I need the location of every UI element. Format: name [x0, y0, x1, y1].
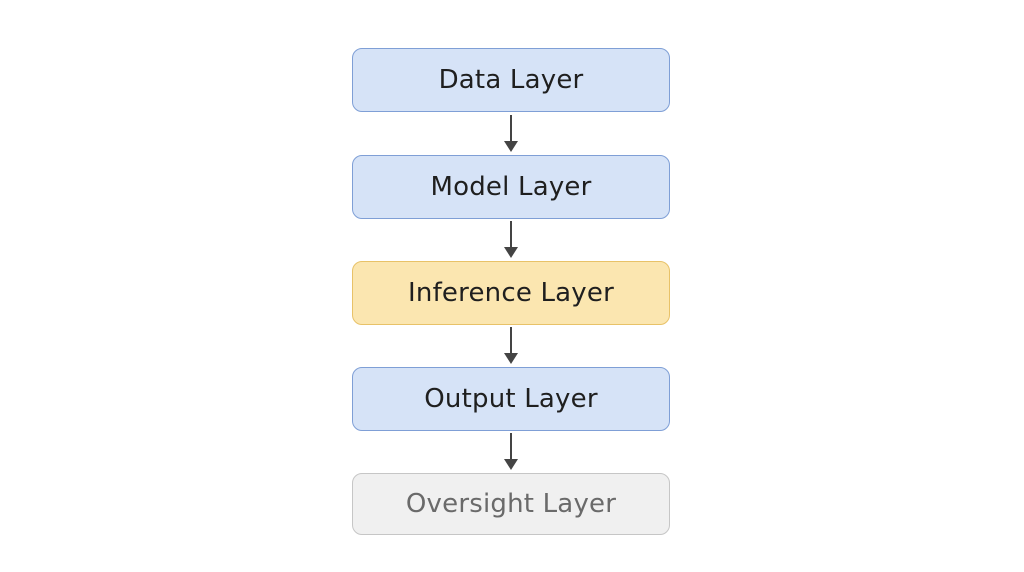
- data-layer-box: Data Layer: [352, 48, 670, 112]
- arrow-down-icon: [503, 221, 519, 259]
- inference-layer-label: Inference Layer: [408, 278, 614, 308]
- model-layer-label: Model Layer: [430, 172, 592, 202]
- arrow-down-icon: [503, 327, 519, 365]
- output-layer-box: Output Layer: [352, 367, 670, 431]
- data-layer-label: Data Layer: [438, 65, 584, 95]
- oversight-layer-box: Oversight Layer: [352, 473, 670, 535]
- arrow-down-icon: [503, 115, 519, 153]
- output-layer-label: Output Layer: [424, 384, 598, 414]
- model-layer-box: Model Layer: [352, 155, 670, 219]
- arrow-down-icon: [503, 433, 519, 471]
- inference-layer-box: Inference Layer: [352, 261, 670, 325]
- oversight-layer-label: Oversight Layer: [405, 489, 617, 519]
